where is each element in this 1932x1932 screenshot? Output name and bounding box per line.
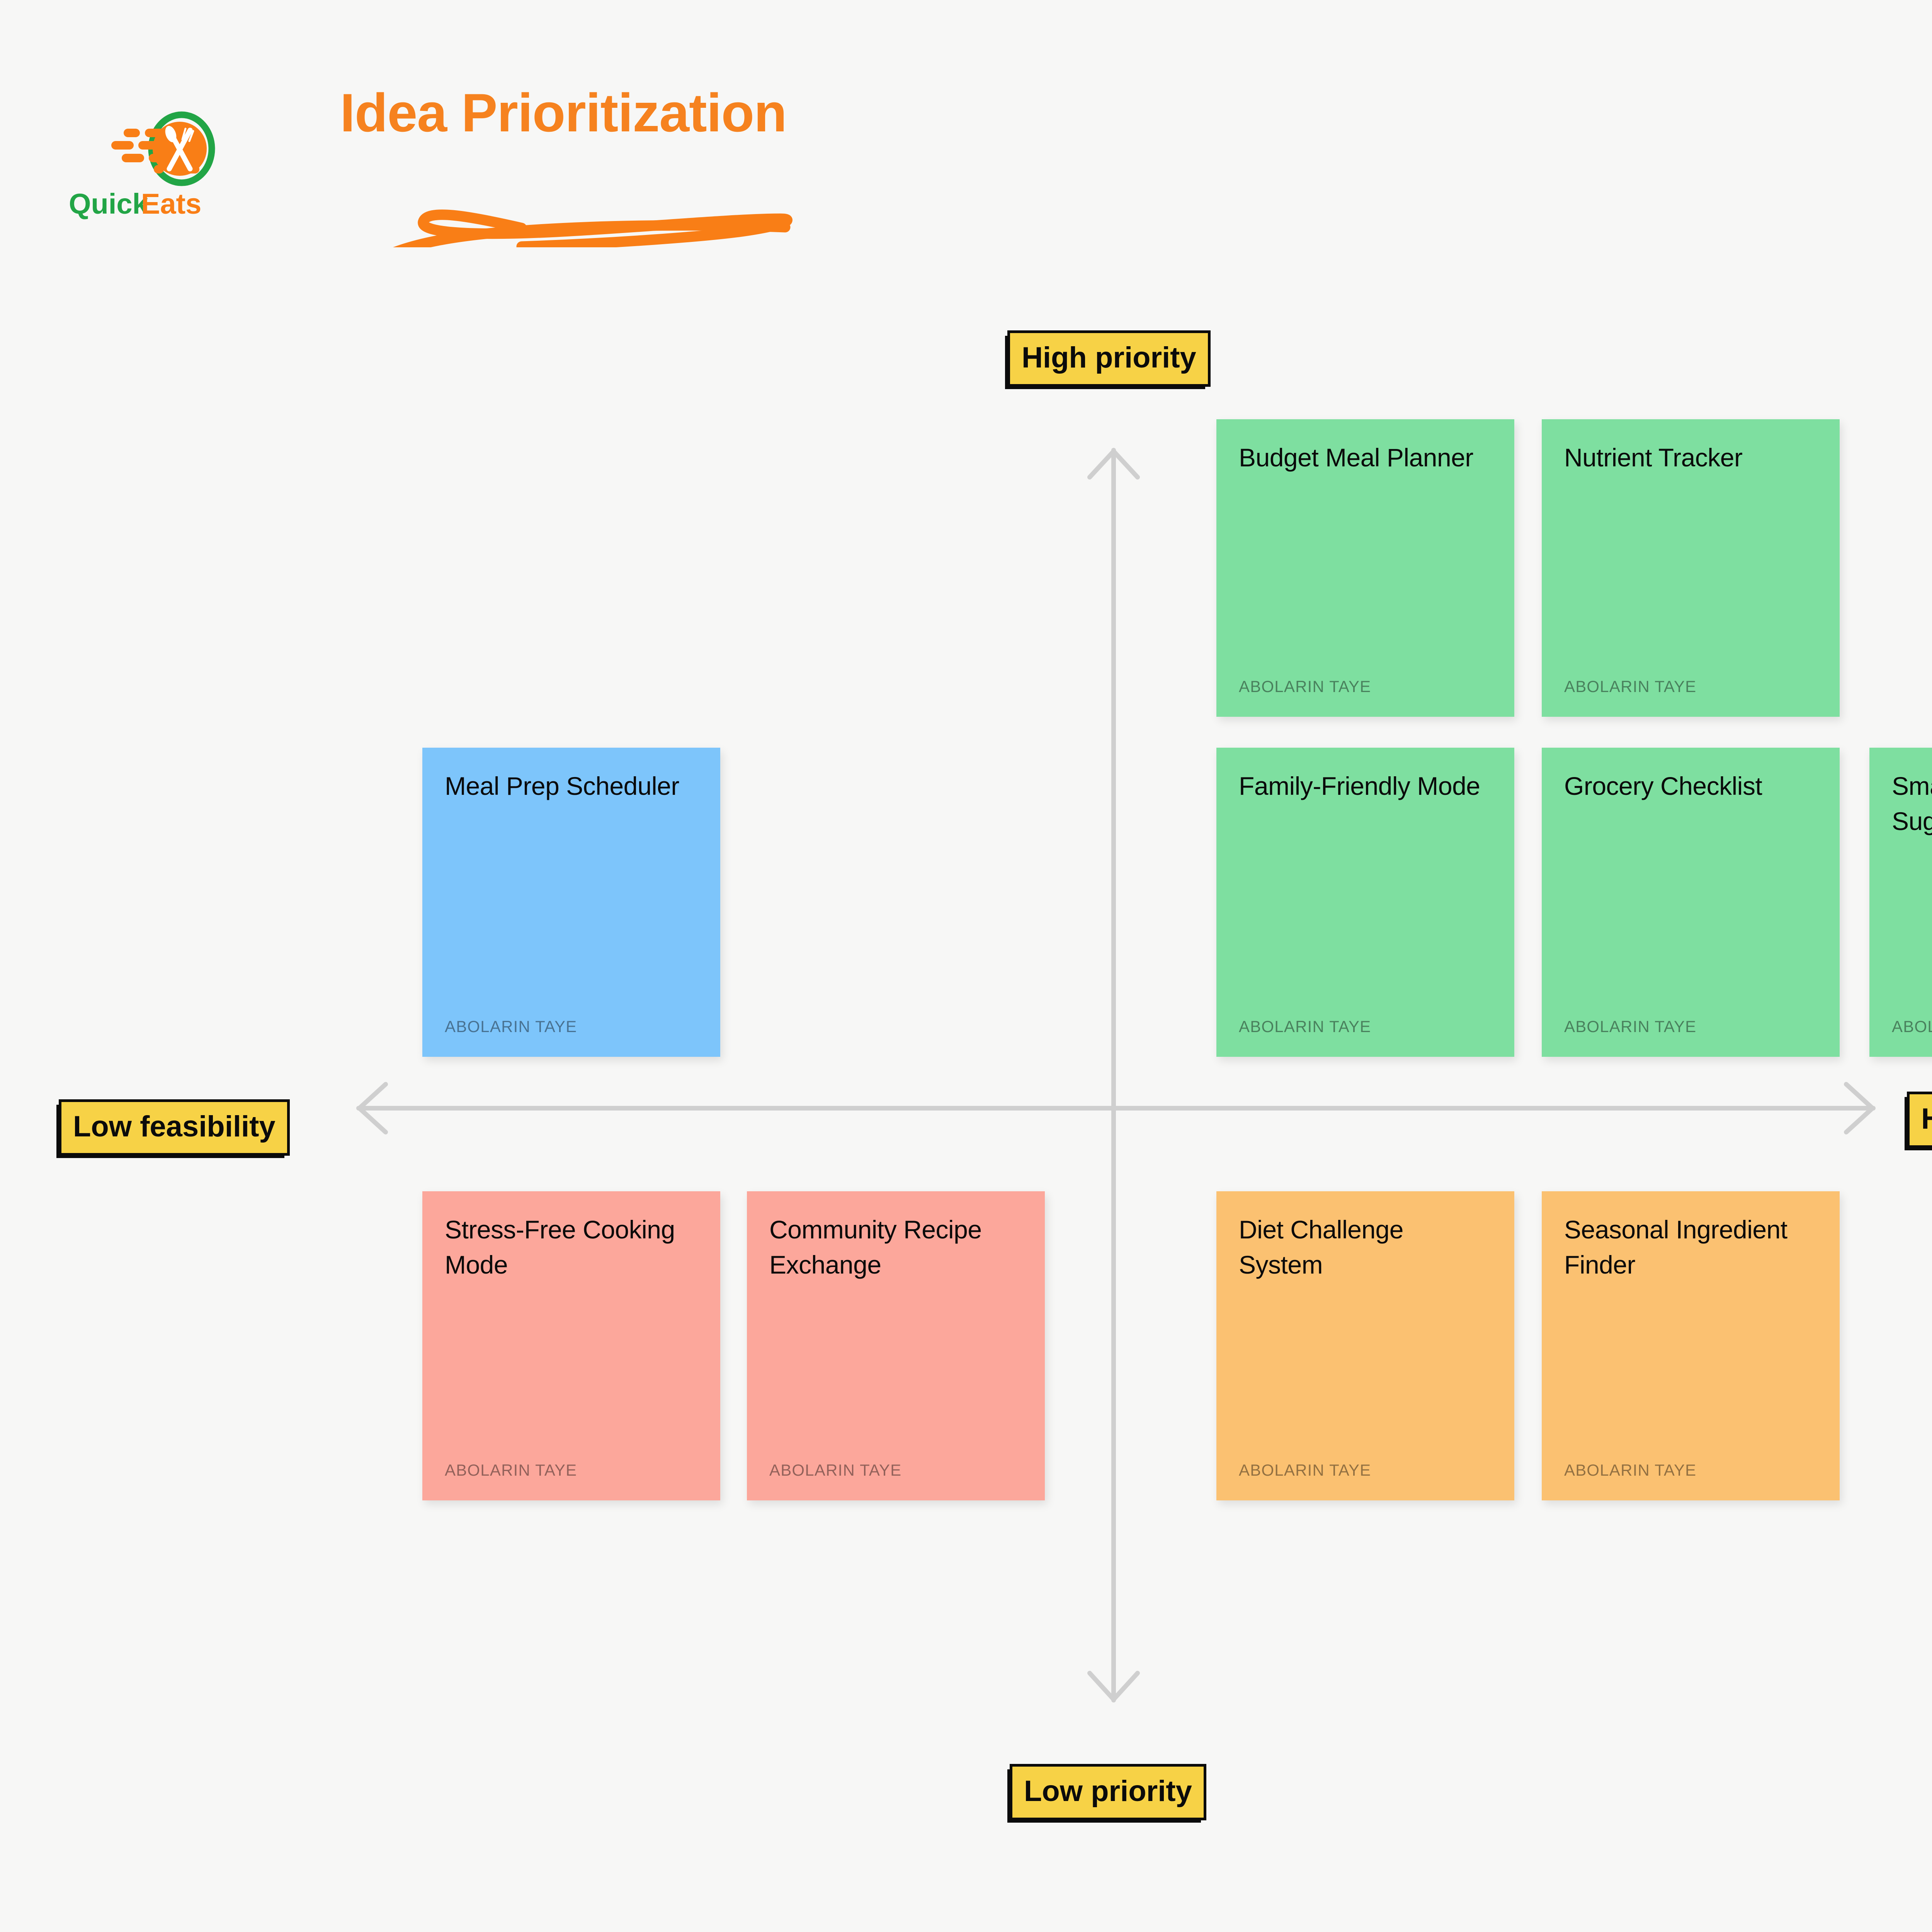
sticky-note-author: ABOLARIN TAYE: [1239, 1461, 1371, 1479]
sticky-note-author: ABOLARIN TAYE: [1892, 1017, 1932, 1036]
page-title-block: Idea Prioritization: [340, 82, 881, 247]
quickeats-logo-icon: Quick Eats: [69, 111, 215, 220]
sticky-note-title: Smart Meal Suggestion: [1892, 772, 1932, 836]
quickeats-logo: Quick Eats: [62, 110, 243, 226]
arrow-left-icon: [357, 1082, 388, 1134]
logo-word-quick: Quick: [69, 188, 148, 220]
logo-word-eats: Eats: [141, 188, 201, 220]
sticky-note-title: Budget Meal Planner: [1239, 443, 1473, 472]
sticky-note-author: ABOLARIN TAYE: [1564, 677, 1697, 696]
sticky-note-author: ABOLARIN TAYE: [1564, 1017, 1697, 1036]
sticky-note-title: Diet Challenge System: [1239, 1215, 1403, 1279]
sticky-note-author: ABOLARIN TAYE: [1564, 1461, 1697, 1479]
sticky-note-title: Stress-Free Cooking Mode: [445, 1215, 675, 1279]
sticky-note-title: Community Recipe Exchange: [769, 1215, 982, 1279]
sticky-note-author: ABOLARIN TAYE: [445, 1461, 577, 1479]
sticky-note-title: Meal Prep Scheduler: [445, 772, 679, 800]
sticky-note-title: Family-Friendly Mode: [1239, 772, 1480, 800]
label-high-feasibility: High feasibility: [1907, 1092, 1932, 1148]
arrow-down-icon: [1087, 1671, 1140, 1702]
sticky-note-author: ABOLARIN TAYE: [445, 1017, 577, 1036]
page-title: Idea Prioritization: [340, 82, 787, 143]
sticky-note-title: Grocery Checklist: [1564, 772, 1762, 800]
scribble-underline-icon: [340, 182, 881, 247]
sticky-note-smart-meal-suggestion[interactable]: Smart Meal SuggestionABOLARIN TAYE: [1869, 748, 1932, 1057]
sticky-note-author: ABOLARIN TAYE: [1239, 677, 1371, 696]
sticky-note-author: ABOLARIN TAYE: [1239, 1017, 1371, 1036]
label-low-priority: Low priority: [1010, 1764, 1206, 1820]
sticky-note-title: Nutrient Tracker: [1564, 443, 1743, 472]
arrow-up-icon: [1087, 449, 1140, 480]
sticky-note-title: Seasonal Ingredient Finder: [1564, 1215, 1787, 1279]
arrow-right-icon: [1844, 1082, 1875, 1134]
sticky-note-author: ABOLARIN TAYE: [769, 1461, 902, 1479]
label-low-feasibility: Low feasibility: [59, 1099, 290, 1156]
label-high-priority: High priority: [1007, 330, 1211, 387]
